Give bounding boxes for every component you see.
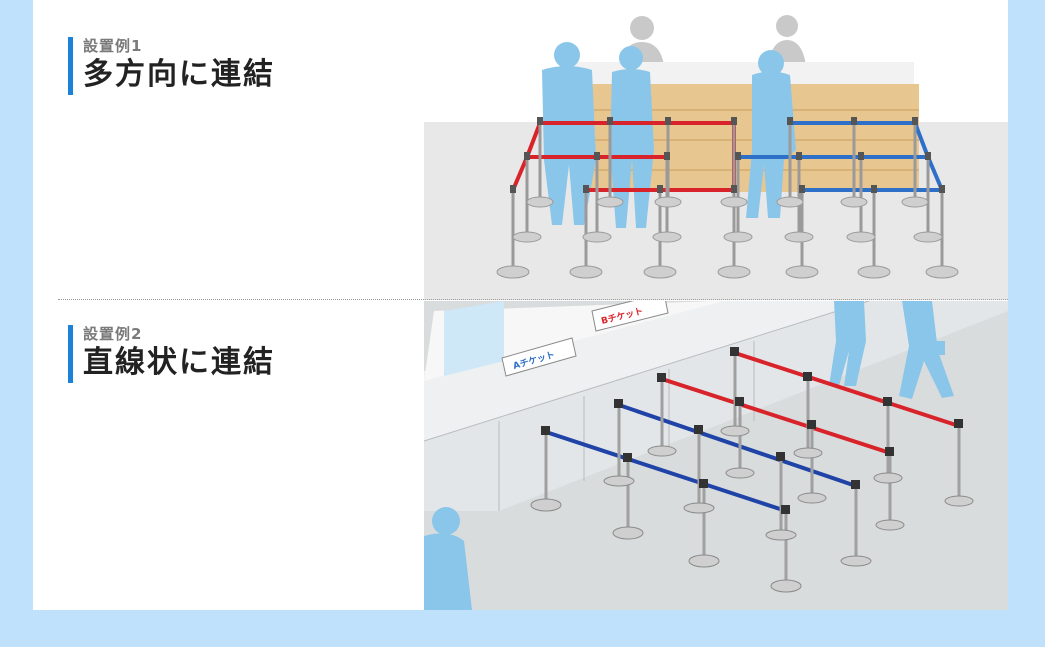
example-heading-2: 設置例2 直線状に連結 [68,325,275,383]
multi-direction-illustration [424,15,1008,300]
section-divider [58,299,1008,300]
example-title-1: 多方向に連結 [83,57,275,92]
content-card: 設置例1 多方向に連結 [33,0,1008,610]
example-section-2: 設置例2 直線状に連結 Aチケット [33,301,1008,610]
example-label-2: 設置例2 [83,325,143,343]
ticket-sign-b: Bチケット [591,301,669,332]
linear-connection-illustration: Aチケット Bチケット [424,301,1008,610]
example-heading-1: 設置例1 多方向に連結 [68,37,275,95]
example-title-2: 直線状に連結 [83,345,275,380]
example-label-1: 設置例1 [83,37,143,55]
example-section-1: 設置例1 多方向に連結 [33,0,1008,300]
